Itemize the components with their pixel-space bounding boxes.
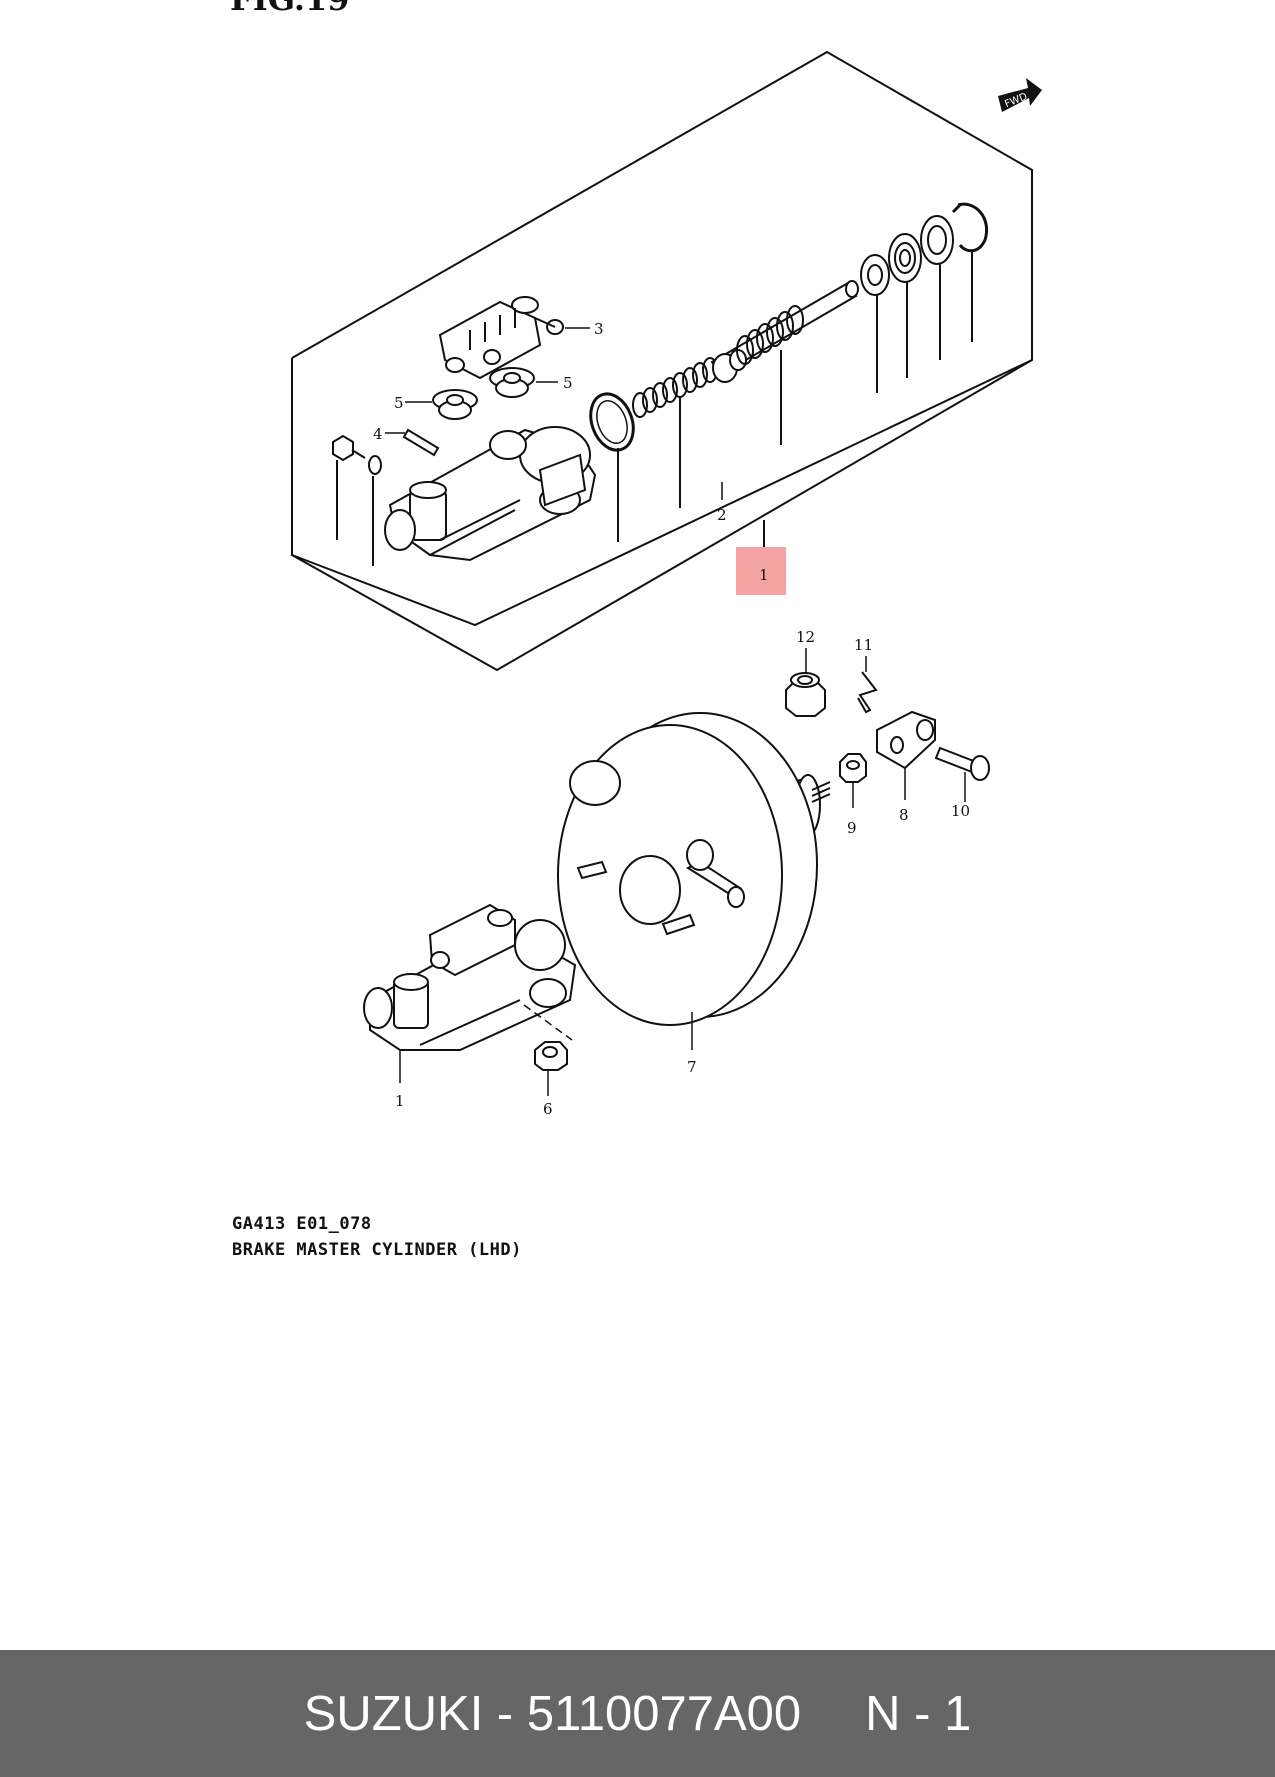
callout-9: 9 <box>847 819 857 837</box>
lock-nut-part <box>785 672 826 717</box>
diagram-title: BRAKE MASTER CYLINDER (LHD) <box>232 1240 522 1260</box>
pin-part <box>402 428 440 457</box>
clevis-part <box>876 710 936 770</box>
diagram-code: GA413 E01_078 <box>232 1214 372 1234</box>
callout-1-lower: 1 <box>395 1092 405 1110</box>
master-cylinder-body <box>384 426 597 562</box>
footer-bar: SUZUKI - 5110077A00 N - 1 <box>0 1650 1275 1777</box>
master-cylinder-assembled <box>363 903 577 1051</box>
parts-diagram: FIG.19 FWD 3 5 5 4 <box>230 0 1042 1118</box>
o-ring-part <box>589 392 635 452</box>
bleeder-screw-part <box>332 434 382 475</box>
fwd-arrow-icon: FWD <box>998 78 1042 112</box>
callout-5a: 5 <box>563 374 573 392</box>
flange-nut-part <box>534 1041 568 1071</box>
seal-ring-parts <box>860 215 954 296</box>
callout-6: 6 <box>543 1100 553 1118</box>
brake-booster-part <box>557 712 831 1026</box>
snap-ring-part <box>951 202 988 253</box>
kit-box-outline <box>291 50 1033 672</box>
spring-part <box>632 357 718 418</box>
callout-1-highlighted: 1 <box>759 566 769 584</box>
callout-2: 2 <box>717 506 727 524</box>
grommet-part <box>432 367 535 420</box>
clevis-pin-part <box>934 746 990 781</box>
callout-4: 4 <box>373 425 383 443</box>
callout-8: 8 <box>899 806 909 824</box>
piston-assembly-part <box>710 280 859 383</box>
primary-spring-part <box>736 305 804 365</box>
highlight-box <box>736 547 786 595</box>
quantity: N - 1 <box>865 1686 972 1741</box>
callout-3: 3 <box>594 320 604 338</box>
callout-12: 12 <box>796 628 815 646</box>
reservoir-part <box>438 296 564 380</box>
brand-part-number: SUZUKI - 5110077A00 <box>303 1686 802 1741</box>
nut-part <box>839 753 867 783</box>
callout-7: 7 <box>687 1058 697 1076</box>
callout-5b: 5 <box>394 394 404 412</box>
callout-11: 11 <box>854 636 873 654</box>
figure-title: FIG.19 <box>230 0 350 18</box>
clip-part <box>857 671 878 714</box>
callout-10: 10 <box>951 802 970 820</box>
